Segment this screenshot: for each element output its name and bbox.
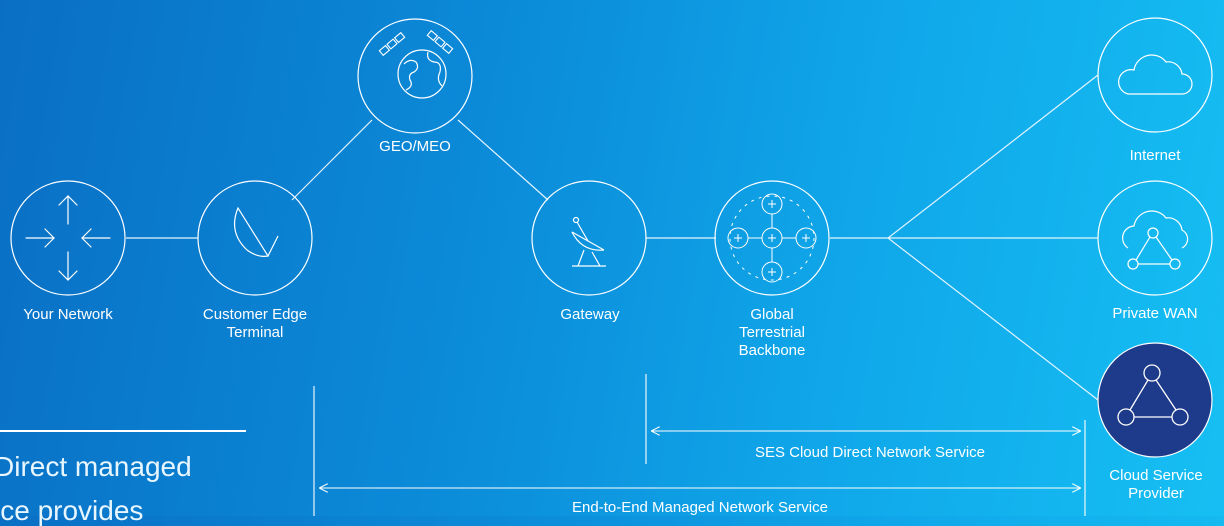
customer-edge-node [197,180,313,296]
internet-node [1097,17,1213,133]
label-customer-edge: Customer Edge Terminal [202,306,308,341]
satellite-right-icon [426,29,454,55]
network-triangle-icon [1117,364,1189,426]
label-internet: Internet [1129,147,1181,164]
cloud-icon [1118,54,1193,95]
span-markers [313,374,1086,516]
cloud-network-icon [1122,210,1189,249]
label-geo-meo: GEO/MEO [379,138,451,155]
label-cloud-provider: Cloud Service Provider [1109,467,1203,502]
label-ses-cloud-direct: SES Cloud Direct Network Service [754,444,986,461]
side-text-line2: ice provides [0,495,144,526]
label-your-network: Your Network [23,306,113,323]
global-backbone-node [714,180,830,296]
label-private-wan: Private WAN [1112,305,1198,322]
router-arrows-icon [25,195,111,281]
connection-lines [126,74,1099,401]
dish-terminal-icon [233,206,279,257]
label-gateway: Gateway [560,306,620,323]
satellite-dish-icon [571,216,606,267]
satellite-left-icon [378,31,406,57]
side-text-line1: Direct managed [0,451,192,482]
label-end-to-end: End-to-End Managed Network Service [572,499,828,516]
label-global-backbone: Global Terrestrial Backbone [738,306,806,359]
cloud-provider-node [1097,342,1213,458]
private-wan-node [1097,180,1213,296]
globe-icon [397,49,447,99]
geo-meo-node [357,18,473,134]
gateway-node [531,180,647,296]
router-cluster-icon [727,193,817,283]
your-network-node [10,180,126,296]
